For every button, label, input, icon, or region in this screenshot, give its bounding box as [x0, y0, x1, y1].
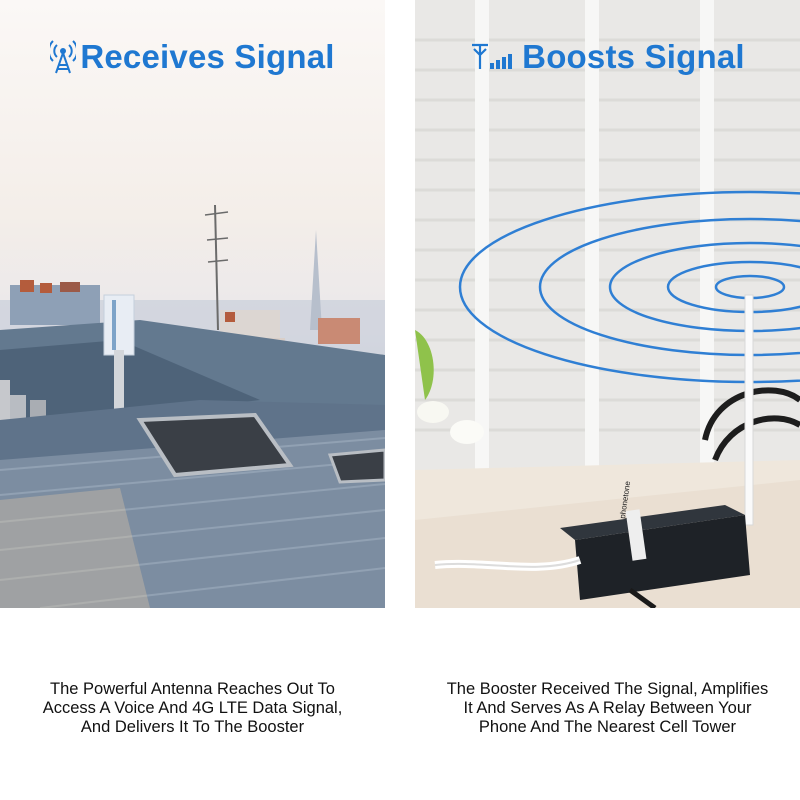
receives-signal-heading: Receives Signal — [0, 38, 385, 76]
antenna-tower-icon — [50, 40, 77, 74]
rooftop-photo-panel: Receives Signal — [0, 0, 385, 608]
signal-bars-icon — [472, 43, 513, 69]
caption-line: The Booster Received The Signal, Amplifi… — [446, 680, 769, 698]
heading-text: Receives Signal — [80, 38, 335, 75]
heading-text: Boosts Signal — [522, 38, 745, 75]
caption-line: Phone And The Nearest Cell Tower — [478, 718, 737, 736]
boosts-signal-heading: Boosts Signal — [415, 38, 800, 76]
left-caption: The Powerful Antenna Reaches Out To Acce… — [0, 680, 385, 737]
caption-line: And Delivers It To The Booster — [80, 718, 305, 736]
rooftop-scene — [0, 204, 385, 608]
caption-line: It And Serves As A Relay Between Your — [463, 699, 752, 717]
right-caption: The Booster Received The Signal, Amplifi… — [415, 680, 800, 737]
indoor-scene — [415, 0, 800, 608]
caption-line: The Powerful Antenna Reaches Out To — [50, 680, 335, 698]
caption-line: Access A Voice And 4G LTE Data Signal, — [42, 699, 343, 717]
booster-photo-panel: phonetone Boosts Signal — [415, 0, 800, 608]
